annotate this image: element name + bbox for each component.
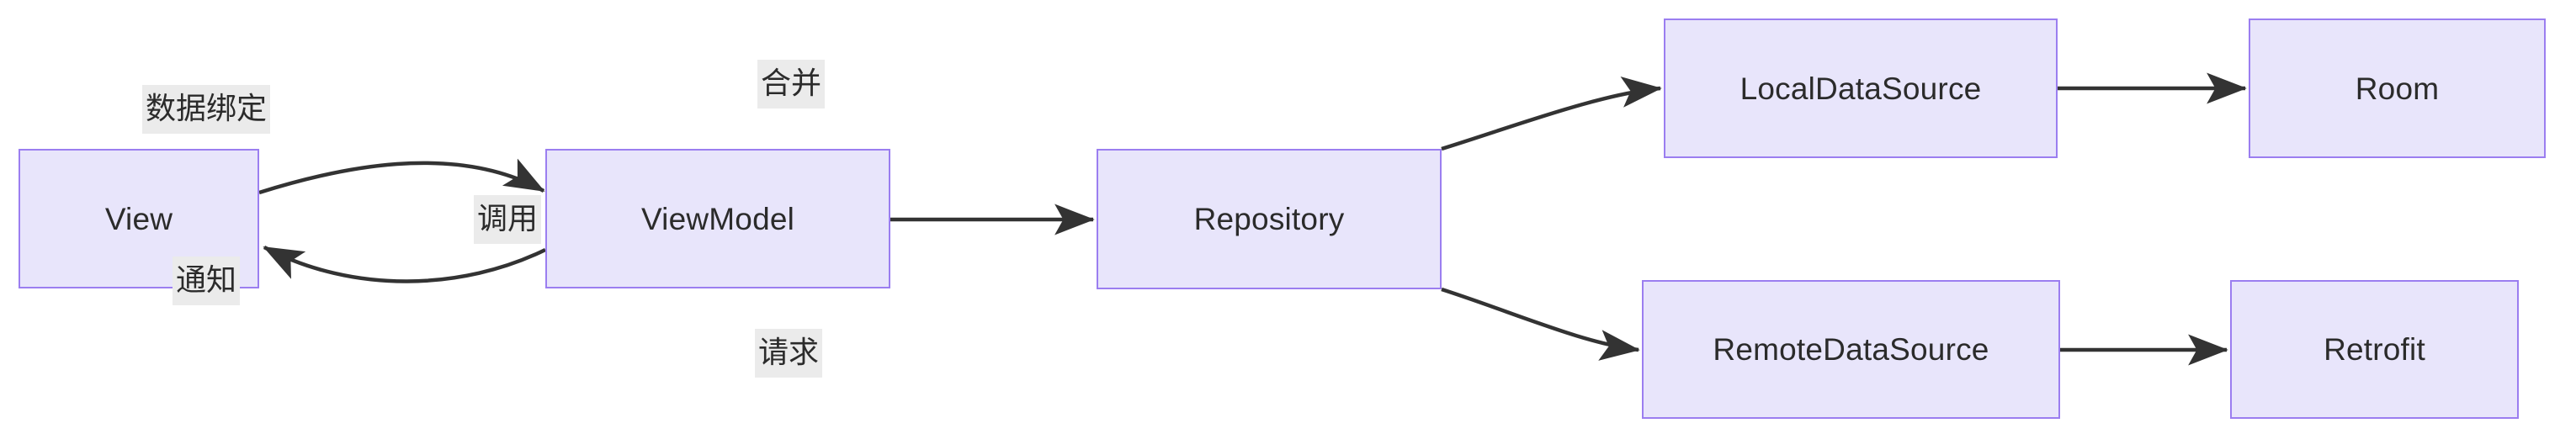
edge-viewmodel-to-view [263, 246, 546, 283]
node-remote-data-source-label: RemoteDataSource [1713, 332, 1989, 367]
node-viewmodel-label: ViewModel [640, 201, 795, 236]
edge-label-merge: 合并 [757, 60, 826, 108]
edge-repository-to-remotedatasource [1441, 287, 1640, 361]
edge-label-data-binding: 数据绑定 [141, 85, 271, 134]
node-repository-label: Repository [1193, 202, 1345, 236]
node-repository[interactable]: Repository [1097, 149, 1442, 289]
edge-label-notify: 通知 [172, 257, 241, 305]
node-room[interactable]: Room [2249, 19, 2546, 158]
edge-label-request: 请求 [754, 329, 823, 378]
edge-view-to-viewmodel [258, 158, 545, 195]
node-local-data-source-label: LocalDataSource [1739, 71, 1982, 106]
node-remote-data-source[interactable]: RemoteDataSource [1642, 280, 2060, 419]
node-local-data-source[interactable]: LocalDataSource [1664, 19, 2058, 158]
edge-repository-to-localdatasource [1441, 77, 1662, 151]
node-view-label: View [104, 201, 173, 236]
node-retrofit-label: Retrofit [2324, 332, 2425, 367]
node-viewmodel[interactable]: ViewModel [545, 149, 890, 288]
node-retrofit[interactable]: Retrofit [2230, 280, 2519, 419]
edge-label-invoke: 调用 [473, 195, 542, 244]
node-room-label: Room [2355, 71, 2440, 106]
